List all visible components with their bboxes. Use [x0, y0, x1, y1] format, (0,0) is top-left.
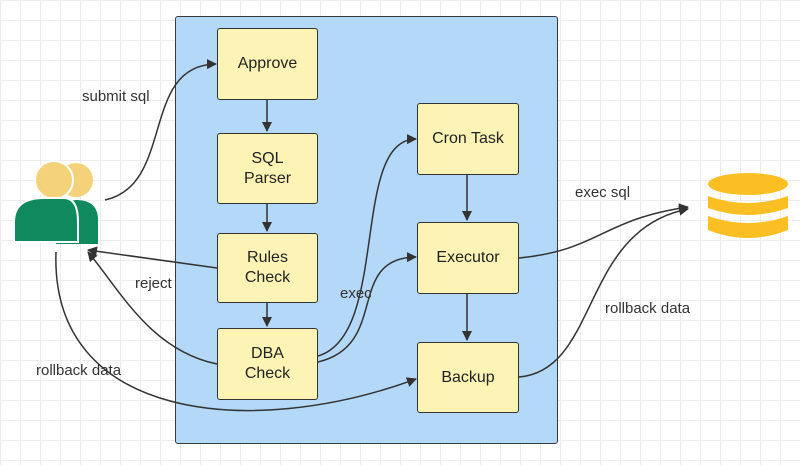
- node-executor[interactable]: Executor: [417, 222, 519, 294]
- label-exec-sql: exec sql: [575, 184, 631, 201]
- users-icon: [13, 160, 98, 244]
- node-approve[interactable]: Approve: [217, 28, 318, 100]
- label-rollback-data-right: rollback data: [605, 300, 691, 317]
- database-icon: [708, 173, 788, 238]
- node-dba-check[interactable]: DBA Check: [217, 328, 318, 400]
- label-reject: reject: [135, 275, 172, 292]
- node-cron-task[interactable]: Cron Task: [417, 103, 519, 175]
- node-sql-parser[interactable]: SQL Parser: [217, 133, 318, 204]
- label-rollback-data-left: rollback data: [36, 362, 122, 379]
- label-submit-sql: submit sql: [82, 88, 150, 105]
- node-rules-check[interactable]: Rules Check: [217, 233, 318, 303]
- label-exec: exec: [340, 285, 372, 302]
- node-backup[interactable]: Backup: [417, 342, 519, 413]
